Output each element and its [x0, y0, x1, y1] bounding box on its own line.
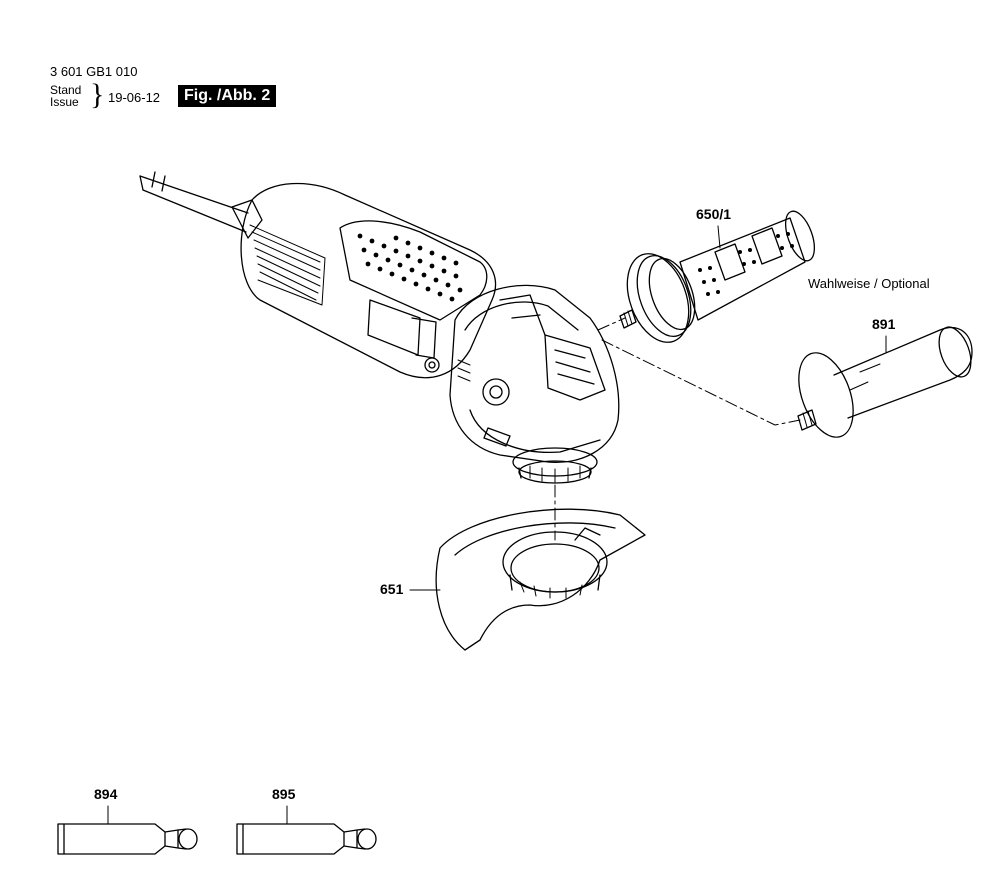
callout-894: 894	[94, 786, 118, 802]
grease-tube-895	[236, 823, 377, 855]
angle-grinder	[139, 171, 620, 484]
document-header: 3 601 GB1 010 Stand Issue } 19-06-12 Fig…	[50, 64, 370, 114]
motor-housing	[240, 182, 497, 379]
brace-glyph: }	[90, 78, 105, 111]
stand-issue-labels: Stand Issue	[50, 84, 81, 108]
issue-date: 19-06-12	[108, 90, 161, 105]
rear-vents	[249, 224, 326, 306]
gear-head	[449, 284, 620, 464]
power-cord	[139, 175, 249, 233]
assembly-lines	[554, 317, 801, 541]
part-number: 3 601 GB1 010	[50, 64, 138, 79]
grease-tube-894	[57, 823, 198, 855]
protective-guard-651	[435, 508, 646, 651]
callout-650-1: 650/1	[696, 206, 732, 222]
optional-note: Wahlweise / Optional	[808, 276, 930, 291]
issue-label: Issue	[50, 95, 79, 109]
grip-panel	[339, 220, 488, 321]
aux-handle-891	[797, 326, 973, 438]
housing-screw	[424, 357, 440, 373]
grip-dots	[357, 233, 463, 302]
stand-label: Stand	[50, 83, 82, 97]
aux-handle-650-1	[619, 210, 816, 343]
callout-891: 891	[872, 316, 896, 332]
callout-651: 651	[380, 581, 404, 597]
leader-lines	[107, 225, 887, 825]
handle-bore	[482, 378, 510, 406]
figure-label: Fig. /Abb. 2	[178, 85, 277, 107]
callout-895: 895	[272, 786, 296, 802]
spindle-lock	[544, 334, 606, 401]
